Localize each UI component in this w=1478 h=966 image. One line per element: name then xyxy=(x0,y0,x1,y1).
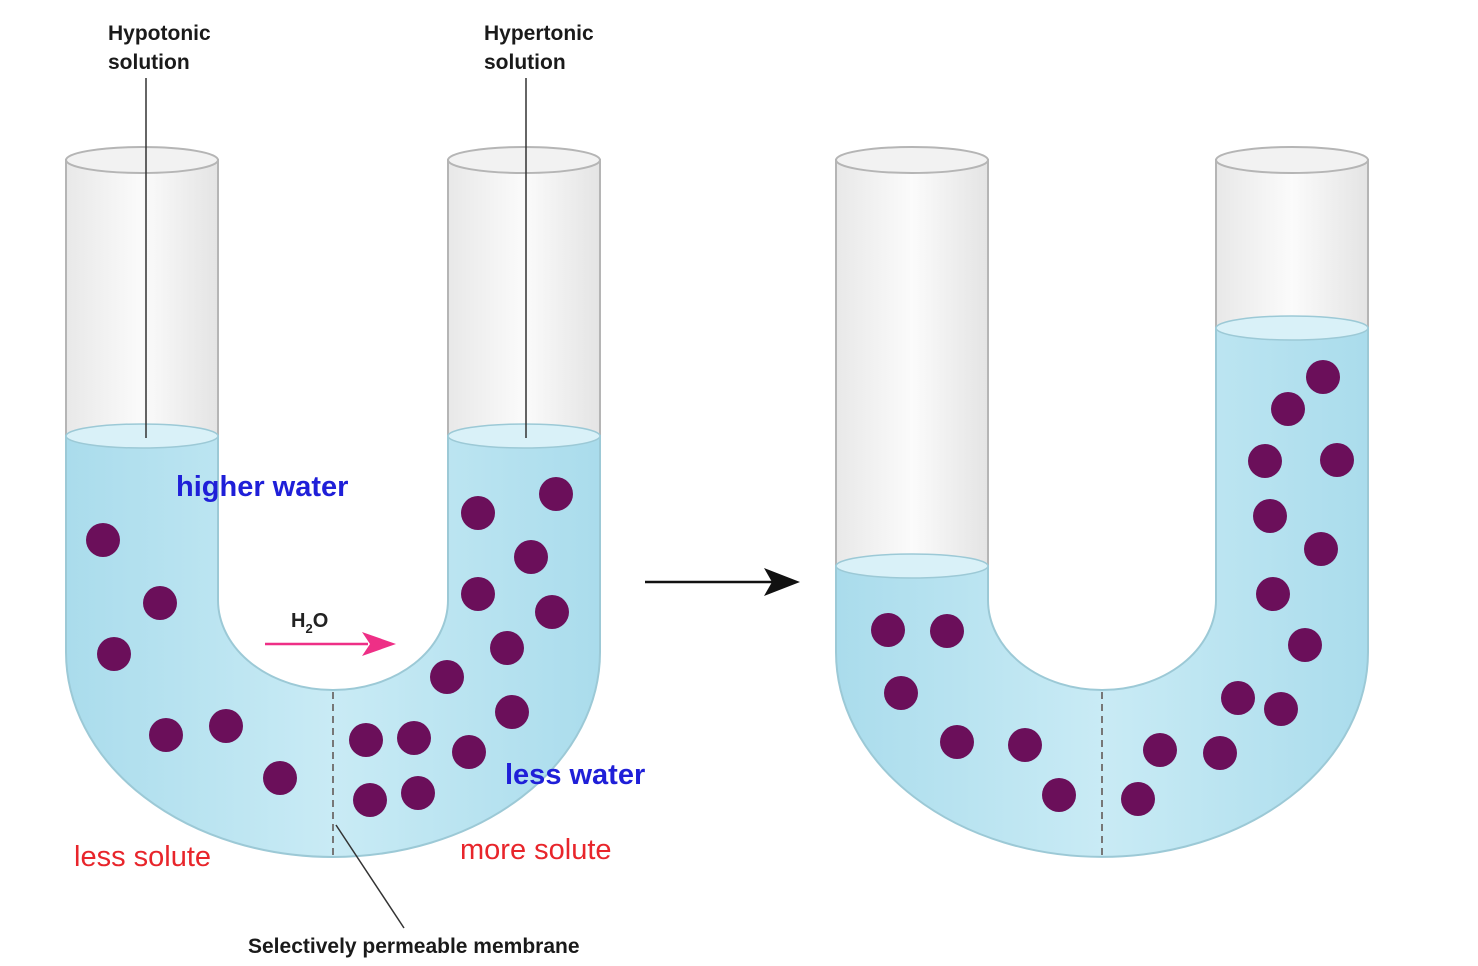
more-solute-label: more solute xyxy=(460,834,612,866)
u-tube-before: H2O xyxy=(65,78,601,929)
solute-particle xyxy=(430,660,464,694)
solute-particle xyxy=(397,721,431,755)
hypotonic-label-line2: solution xyxy=(108,51,190,74)
solute-particle xyxy=(884,676,918,710)
solute-particle xyxy=(263,761,297,795)
solute-particle xyxy=(514,540,548,574)
water-flow-arrow xyxy=(265,632,396,656)
water-after xyxy=(835,327,1369,858)
left-arm-glass xyxy=(65,159,219,451)
solute-particle xyxy=(452,735,486,769)
solute-particle xyxy=(1248,444,1282,478)
solute-particle xyxy=(1143,733,1177,767)
solute-particle xyxy=(490,631,524,665)
solute-particle xyxy=(1253,499,1287,533)
solutes-right-before xyxy=(349,477,573,817)
solutes-left-before xyxy=(86,523,297,795)
hypertonic-label-line1: Hypertonic xyxy=(484,22,594,45)
solute-particle xyxy=(1271,392,1305,426)
solute-particle xyxy=(349,723,383,757)
left-rim-before xyxy=(65,146,219,174)
solute-particle xyxy=(930,614,964,648)
h2o-label: H2O xyxy=(291,610,328,636)
solutes-right-after xyxy=(1121,360,1354,816)
transition-arrow xyxy=(645,568,800,596)
solute-particle xyxy=(1306,360,1340,394)
right-arm-glass-after xyxy=(1215,159,1369,341)
solute-particle xyxy=(1320,443,1354,477)
solute-particle xyxy=(1304,532,1338,566)
solute-particle xyxy=(1203,736,1237,770)
solute-particle xyxy=(353,783,387,817)
left-surface-before xyxy=(65,423,219,449)
hypertonic-label-line2: solution xyxy=(484,51,566,74)
solutes-left-after xyxy=(871,613,1076,812)
solute-particle xyxy=(1121,782,1155,816)
hypotonic-label-line1: Hypotonic xyxy=(108,22,211,45)
left-surface-after xyxy=(835,553,989,579)
left-rim-after xyxy=(835,146,989,174)
solute-particle xyxy=(401,776,435,810)
right-rim-after xyxy=(1215,146,1369,174)
solute-particle xyxy=(1288,628,1322,662)
solute-particle xyxy=(940,725,974,759)
left-arm-glass-after xyxy=(835,159,989,581)
solute-particle xyxy=(1264,692,1298,726)
solute-particle xyxy=(461,577,495,611)
solute-particle xyxy=(86,523,120,557)
less-solute-label: less solute xyxy=(74,841,211,873)
solute-particle xyxy=(539,477,573,511)
solute-particle xyxy=(143,586,177,620)
right-surface-before xyxy=(447,423,601,449)
solute-particle xyxy=(1042,778,1076,812)
right-arm-glass xyxy=(447,159,601,451)
solute-particle xyxy=(1008,728,1042,762)
higher-water-label: higher water xyxy=(176,471,348,503)
solute-particle xyxy=(149,718,183,752)
solute-particle xyxy=(461,496,495,530)
solute-particle xyxy=(1256,577,1290,611)
solute-particle xyxy=(535,595,569,629)
right-rim-before xyxy=(447,146,601,174)
right-surface-after xyxy=(1215,315,1369,341)
solute-particle xyxy=(209,709,243,743)
membrane-label: Selectively permeable membrane xyxy=(248,935,580,958)
u-tube-after xyxy=(835,146,1369,858)
solute-particle xyxy=(871,613,905,647)
less-water-label: less water xyxy=(505,759,645,791)
solute-particle xyxy=(1221,681,1255,715)
membrane-pointer xyxy=(335,824,405,929)
solute-particle xyxy=(97,637,131,671)
solute-particle xyxy=(495,695,529,729)
